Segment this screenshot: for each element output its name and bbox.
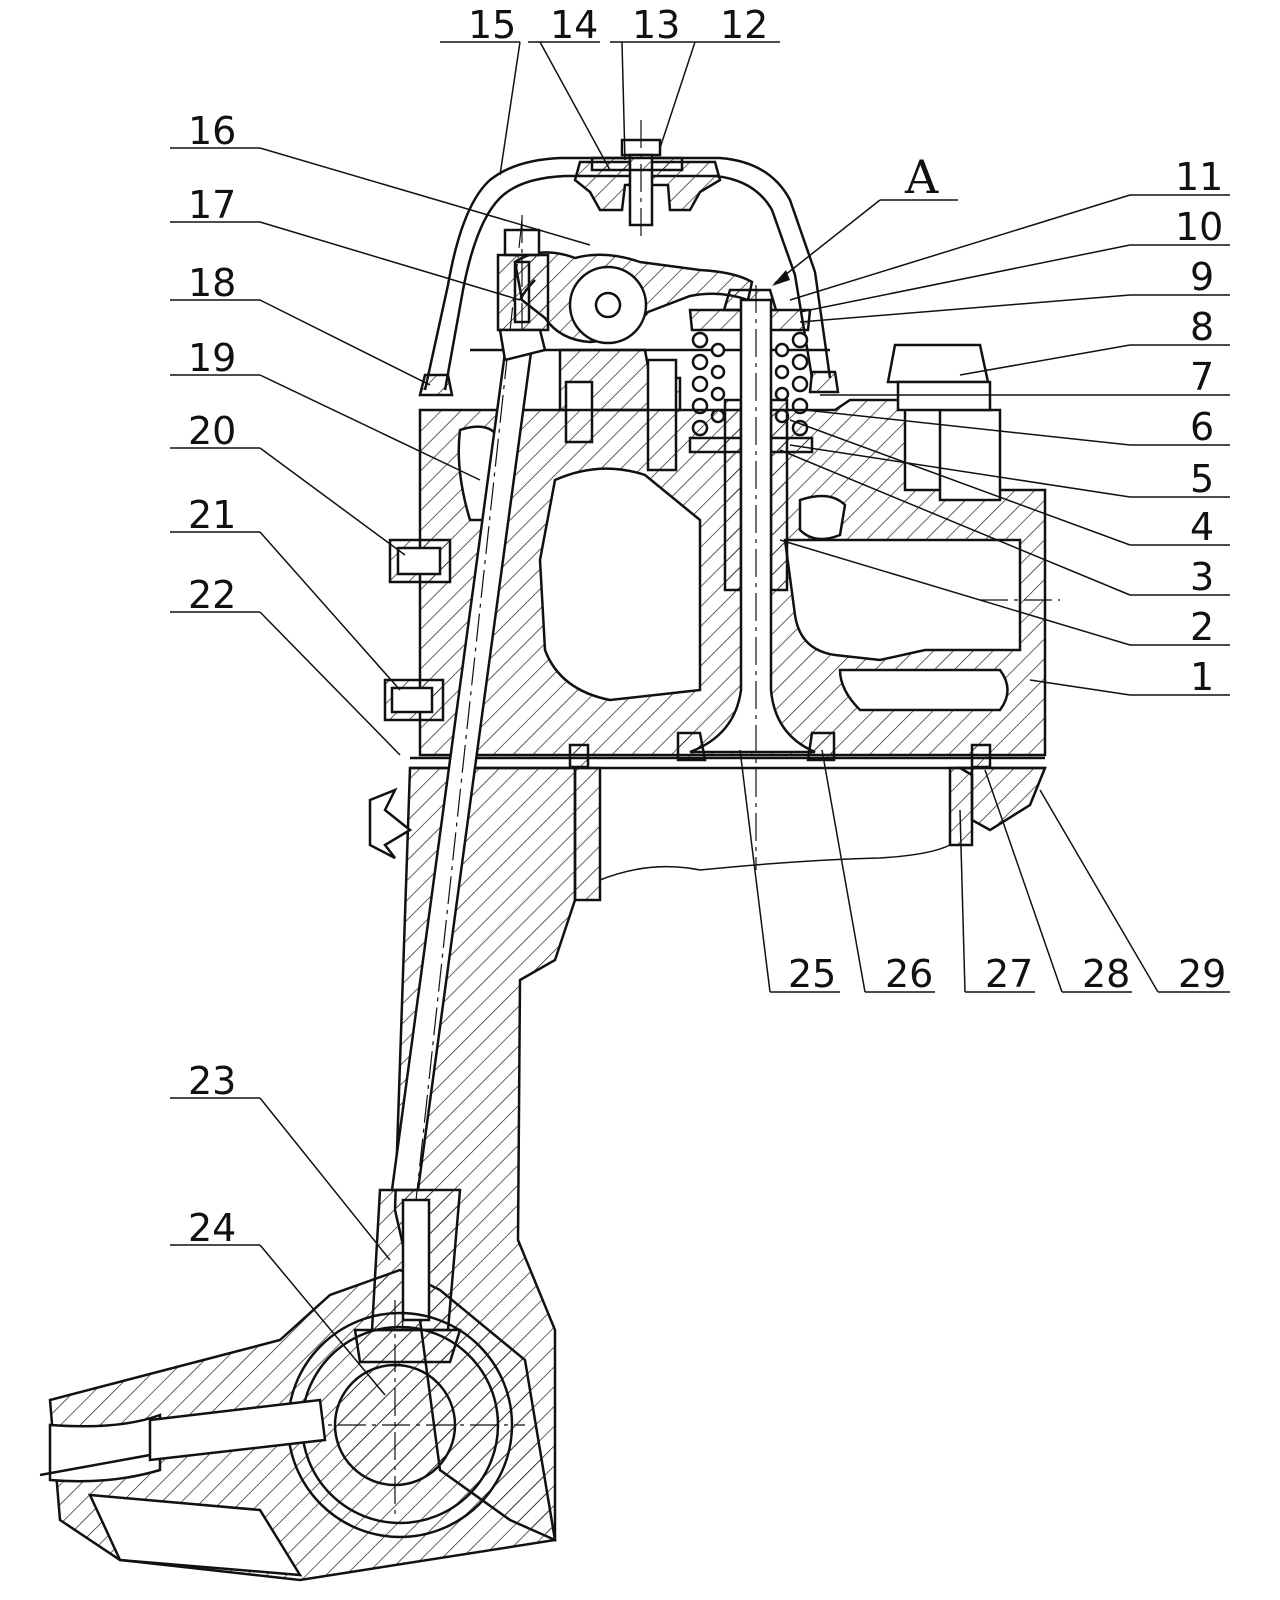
label-23: 23 [188,1059,236,1103]
cover-bolt [590,120,684,240]
label-18: 18 [188,261,236,305]
label-26: 26 [885,952,933,996]
label-16: 16 [188,109,236,153]
label-21: 21 [188,493,236,537]
label-10: 10 [1175,205,1223,249]
label-25: 25 [788,952,836,996]
valve-guide [723,398,789,592]
oil-pipe [39,1398,327,1477]
label-28: 28 [1082,952,1130,996]
label-1: 1 [1190,655,1214,699]
label-12: 12 [720,3,768,47]
label-29: 29 [1178,952,1226,996]
label-19: 19 [188,336,236,380]
leader-lines [170,41,1230,1396]
label-5: 5 [1190,457,1214,501]
valve-seat [676,731,836,762]
label-17: 17 [188,183,236,227]
callout-labels: 15 14 13 12 A 16 17 18 19 20 21 22 23 24… [188,3,1226,1250]
label-24: 24 [188,1206,236,1250]
label-14: 14 [550,3,598,47]
label-2: 2 [1190,605,1214,649]
label-3: 3 [1190,555,1214,599]
label-22: 22 [188,573,236,617]
label-6: 6 [1190,405,1214,449]
rocker-arm [513,251,754,345]
label-8: 8 [1190,305,1214,349]
adjusting-screw [496,215,550,345]
label-view-a: A [904,150,939,204]
label-4: 4 [1190,505,1214,549]
label-15: 15 [468,3,516,47]
label-13: 13 [632,3,680,47]
label-20: 20 [188,409,236,453]
label-9: 9 [1190,255,1214,299]
label-7: 7 [1190,355,1214,399]
label-27: 27 [985,952,1033,996]
valve-cover [418,156,840,397]
plug-20 [388,538,452,584]
label-11: 11 [1175,155,1223,199]
plug-21 [383,678,445,722]
tappet [353,1188,462,1364]
